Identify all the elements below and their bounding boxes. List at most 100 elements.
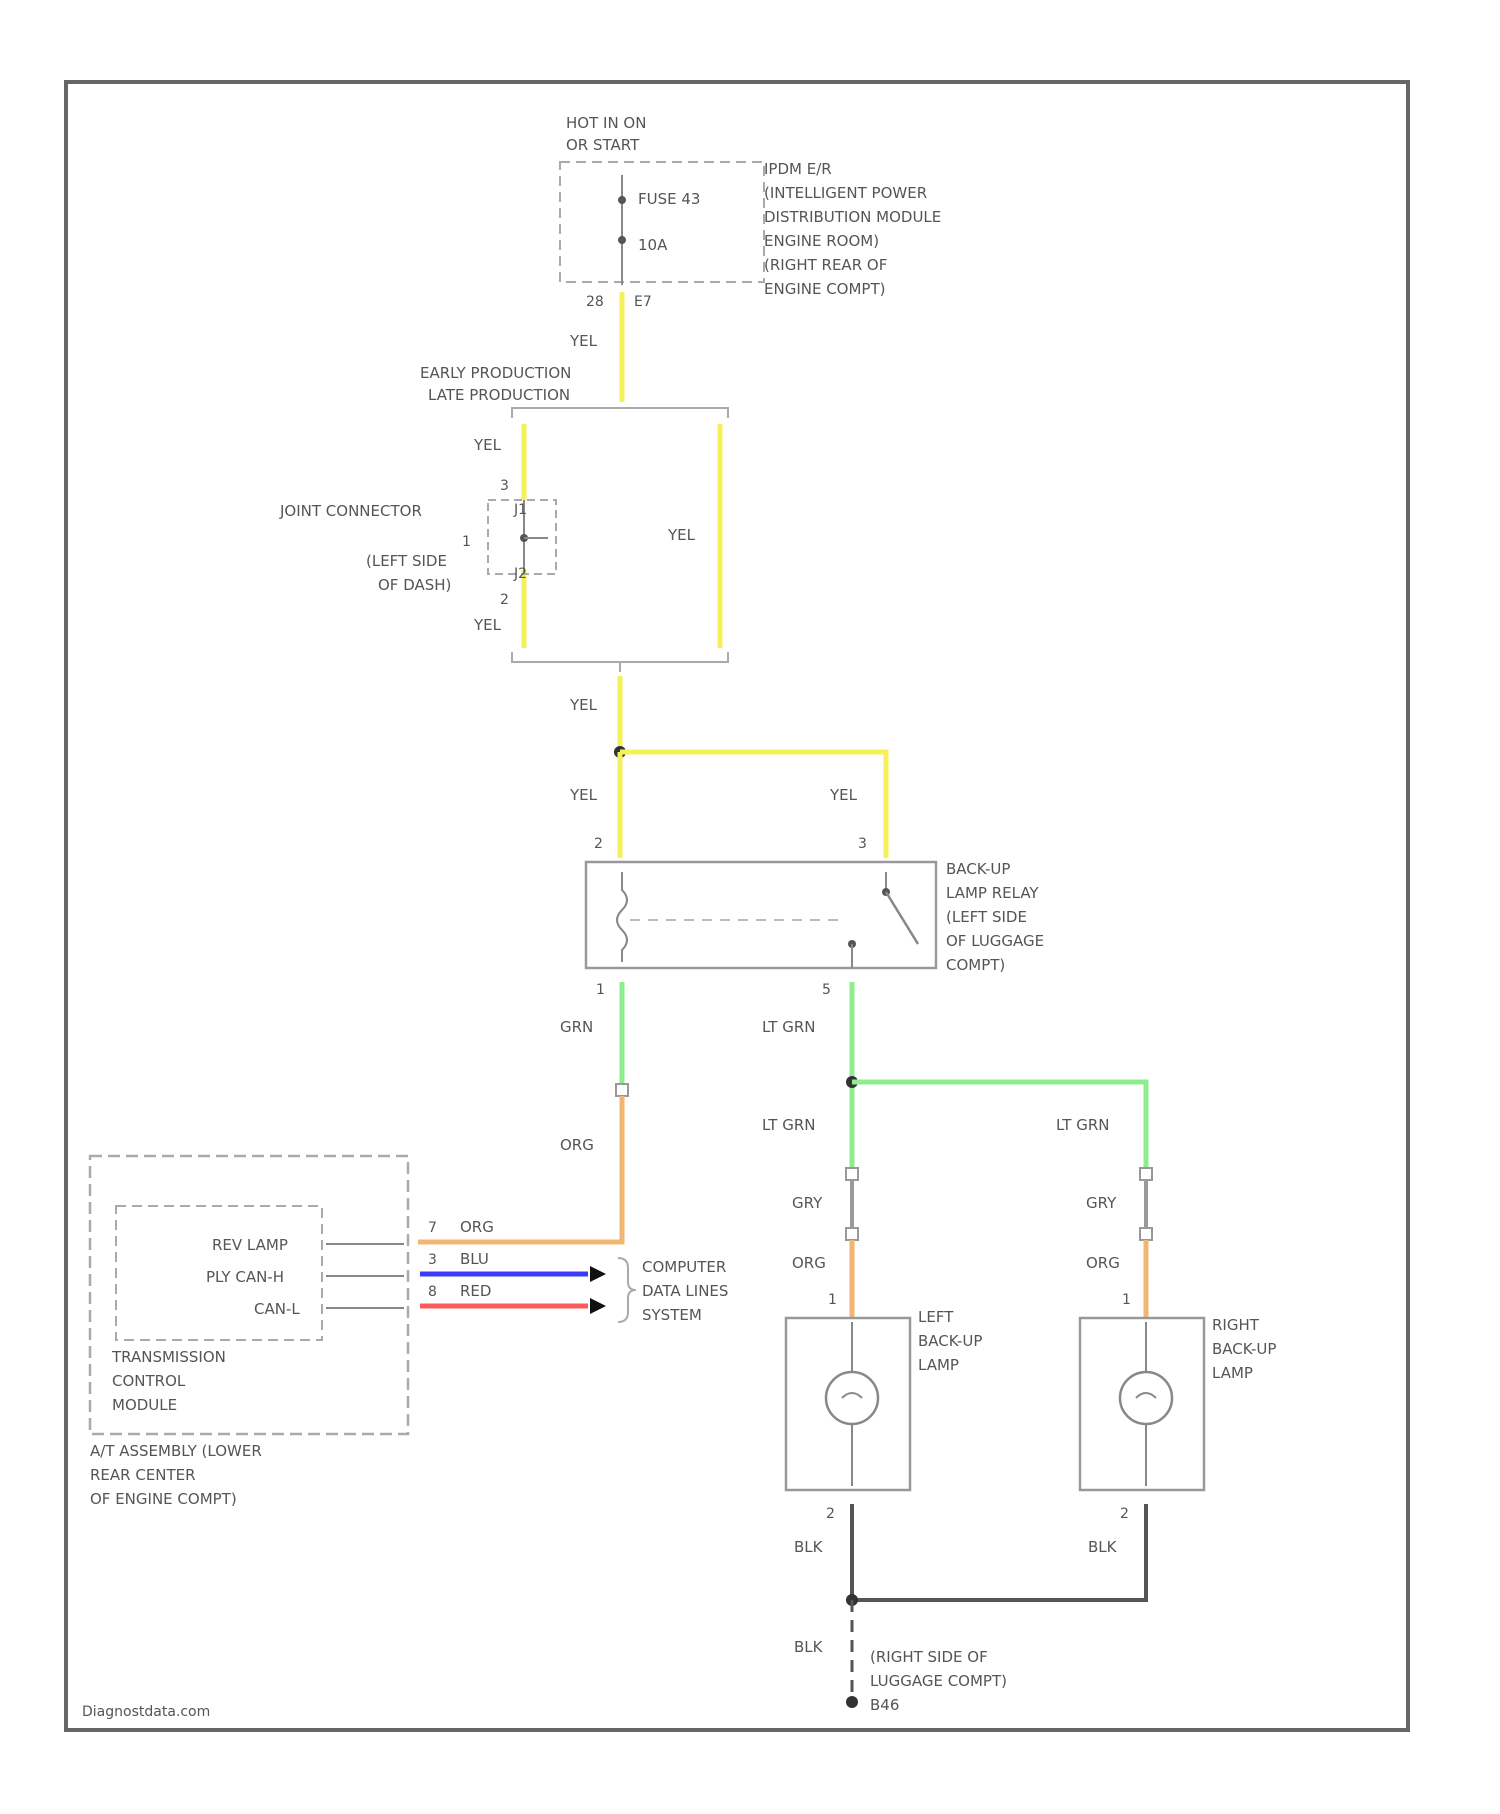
svg-text:ENGINE ROOM): ENGINE ROOM) bbox=[764, 232, 879, 250]
relay-pin-sw-in: 3 bbox=[858, 836, 867, 852]
connector-right-2 bbox=[1140, 1228, 1152, 1240]
svg-text:COMPT): COMPT) bbox=[946, 956, 1005, 974]
tcm-signal-rev-lamp: REV LAMP bbox=[212, 1236, 288, 1254]
left-lamp-pin-out: 2 bbox=[826, 1506, 835, 1522]
wire-label-yel-6: YEL bbox=[569, 786, 598, 804]
svg-text:BACK-UP: BACK-UP bbox=[946, 860, 1010, 878]
tcm-module-label: TRANSMISSION CONTROL MODULE bbox=[111, 1348, 226, 1414]
production-bracket-top bbox=[512, 408, 728, 418]
svg-text:(RIGHT SIDE OF: (RIGHT SIDE OF bbox=[870, 1648, 988, 1666]
wire-label-blk-left: BLK bbox=[794, 1538, 824, 1556]
ipdm-label: IPDM E/R (INTELLIGENT POWER DISTRIBUTION… bbox=[764, 160, 941, 298]
late-production-label: LATE PRODUCTION bbox=[428, 386, 570, 404]
tcm-signal-can-l: CAN-L bbox=[254, 1300, 300, 1318]
tcm-wire-label-org: ORG bbox=[460, 1218, 494, 1236]
svg-text:LAMP: LAMP bbox=[918, 1356, 959, 1374]
wire-label-lt-grn-3: LT GRN bbox=[1056, 1116, 1110, 1134]
joint-pin-mid: 1 bbox=[462, 534, 471, 550]
relay-switch-arm bbox=[886, 892, 918, 944]
wire-label-blk-right: BLK bbox=[1088, 1538, 1118, 1556]
fuse-rating: 10A bbox=[638, 236, 668, 254]
tcm-pin-2: 3 bbox=[428, 1252, 437, 1268]
svg-text:HOT IN ON: HOT IN ON bbox=[566, 114, 646, 132]
wire-label-yel-7: YEL bbox=[829, 786, 858, 804]
svg-text:LEFT: LEFT bbox=[918, 1308, 954, 1326]
joint-connector-location-2: OF DASH) bbox=[378, 576, 451, 594]
joint-code-bot: J2 bbox=[513, 566, 527, 582]
wire-label-grn: GRN bbox=[560, 1018, 593, 1036]
svg-text:BACK-UP: BACK-UP bbox=[1212, 1340, 1276, 1358]
left-lamp-pin-in: 1 bbox=[828, 1292, 837, 1308]
wire-label-org-right: ORG bbox=[1086, 1254, 1120, 1272]
tcm-pin-3: 8 bbox=[428, 1284, 437, 1300]
left-lamp-filament bbox=[842, 1393, 862, 1398]
ground-id: B46 bbox=[870, 1696, 899, 1714]
tcm-wire-label-blu: BLU bbox=[460, 1250, 489, 1268]
early-production-label: EARLY PRODUCTION bbox=[420, 364, 571, 382]
svg-text:BACK-UP: BACK-UP bbox=[918, 1332, 982, 1350]
tcm-signal-can-h: PLY CAN-H bbox=[206, 1268, 284, 1286]
right-lamp-filament bbox=[1136, 1393, 1156, 1398]
ground-location-label: (RIGHT SIDE OF LUGGAGE COMPT) bbox=[870, 1648, 1007, 1690]
svg-text:OF ENGINE COMPT): OF ENGINE COMPT) bbox=[90, 1490, 237, 1508]
connector-left-2 bbox=[846, 1228, 858, 1240]
svg-text:CONTROL: CONTROL bbox=[112, 1372, 186, 1390]
relay-coil bbox=[617, 872, 627, 962]
fuse-name: FUSE 43 bbox=[638, 190, 700, 208]
wire-label-blk-ground: BLK bbox=[794, 1638, 824, 1656]
joint-pin-top: 3 bbox=[500, 478, 509, 494]
wire-label-yel-4: YEL bbox=[667, 526, 696, 544]
ipdm-box bbox=[560, 162, 764, 282]
left-lamp-box bbox=[786, 1318, 910, 1490]
fuse-pin-in: 28 bbox=[586, 294, 604, 310]
svg-text:IPDM E/R: IPDM E/R bbox=[764, 160, 832, 178]
fuse-terminal-top bbox=[618, 196, 626, 204]
svg-text:(LEFT SIDE: (LEFT SIDE bbox=[946, 908, 1027, 926]
joint-pin-bot: 2 bbox=[500, 592, 509, 608]
svg-text:DISTRIBUTION MODULE: DISTRIBUTION MODULE bbox=[764, 208, 941, 226]
arrow-red-icon bbox=[590, 1298, 606, 1314]
arrow-blu-icon bbox=[590, 1266, 606, 1282]
data-lines-brace bbox=[618, 1258, 636, 1322]
svg-text:A/T ASSEMBLY (LOWER: A/T ASSEMBLY (LOWER bbox=[90, 1442, 262, 1460]
fuse-pin-out: E7 bbox=[634, 294, 652, 310]
right-lamp-box bbox=[1080, 1318, 1204, 1490]
wire-label-org-left: ORG bbox=[792, 1254, 826, 1272]
svg-text:(INTELLIGENT POWER: (INTELLIGENT POWER bbox=[764, 184, 927, 202]
diagram-frame bbox=[66, 82, 1408, 1730]
wire-yel-branch bbox=[620, 752, 886, 858]
connector-grn-org bbox=[616, 1084, 628, 1096]
wire-label-gry-left: GRY bbox=[792, 1194, 823, 1212]
wire-label-yel-2: YEL bbox=[473, 436, 502, 454]
svg-text:DATA LINES: DATA LINES bbox=[642, 1282, 728, 1300]
relay-label: BACK-UP LAMP RELAY (LEFT SIDE OF LUGGAGE… bbox=[946, 860, 1044, 974]
data-lines-label: COMPUTER DATA LINES SYSTEM bbox=[642, 1258, 728, 1324]
ground-point-icon bbox=[846, 1696, 858, 1708]
right-lamp-label: RIGHT BACK-UP LAMP bbox=[1212, 1316, 1276, 1382]
at-assembly-box bbox=[90, 1156, 408, 1434]
relay-box bbox=[586, 862, 936, 968]
left-lamp-label: LEFT BACK-UP LAMP bbox=[918, 1308, 982, 1374]
connector-left-1 bbox=[846, 1168, 858, 1180]
svg-text:RIGHT: RIGHT bbox=[1212, 1316, 1260, 1334]
wire-label-lt-grn-2: LT GRN bbox=[762, 1116, 816, 1134]
wire-label-yel-1: YEL bbox=[569, 332, 598, 350]
wire-label-yel-5: YEL bbox=[569, 696, 598, 714]
watermark: Diagnostdata.com bbox=[82, 1704, 210, 1720]
tcm-wire-label-red: RED bbox=[460, 1282, 491, 1300]
left-lamp-bulb-icon bbox=[826, 1372, 878, 1424]
right-lamp-pin-in: 1 bbox=[1122, 1292, 1131, 1308]
svg-text:OF LUGGAGE: OF LUGGAGE bbox=[946, 932, 1044, 950]
svg-text:OR START: OR START bbox=[566, 136, 640, 154]
svg-text:MODULE: MODULE bbox=[112, 1396, 177, 1414]
wire-org-tcm bbox=[418, 1096, 622, 1242]
power-supply-label: HOT IN ON OR START bbox=[566, 114, 646, 154]
svg-text:SYSTEM: SYSTEM bbox=[642, 1306, 702, 1324]
svg-text:REAR CENTER: REAR CENTER bbox=[90, 1466, 196, 1484]
wire-label-org-1: ORG bbox=[560, 1136, 594, 1154]
wire-label-yel-3: YEL bbox=[473, 616, 502, 634]
svg-text:LAMP RELAY: LAMP RELAY bbox=[946, 884, 1039, 902]
svg-text:ENGINE COMPT): ENGINE COMPT) bbox=[764, 280, 886, 298]
right-lamp-bulb-icon bbox=[1120, 1372, 1172, 1424]
